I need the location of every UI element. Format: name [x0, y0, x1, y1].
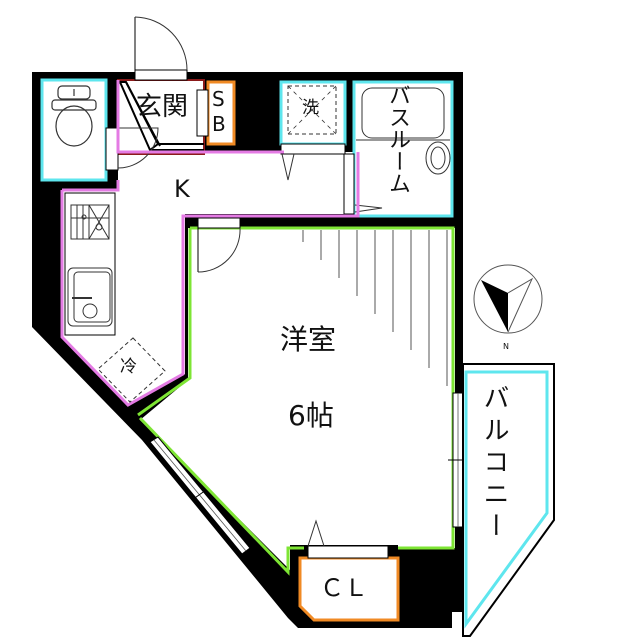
kitchen-label: K — [174, 175, 190, 203]
stove-icon — [70, 204, 110, 240]
fridge-label: 冷 — [120, 357, 137, 377]
toilet-room — [40, 78, 108, 182]
closet — [298, 519, 400, 622]
shoe-box — [196, 80, 236, 146]
western-room-outline — [137, 226, 455, 576]
hatching — [302, 230, 448, 386]
balcony-label: バルコニー — [479, 384, 509, 544]
shoe-box-label-s: S — [212, 87, 225, 111]
front-door — [134, 16, 188, 81]
room-door — [197, 217, 241, 273]
kitchen-door-triangle — [281, 153, 295, 181]
kitchen-outline — [60, 80, 360, 407]
bathroom-label: バスルーム — [385, 84, 410, 194]
toilet-icon — [51, 85, 97, 147]
bathroom — [343, 80, 454, 218]
fridge-space — [97, 337, 166, 403]
diagonal-window — [149, 436, 251, 555]
closet-label: ＣＬ — [320, 574, 368, 602]
entrance-label: 玄関 — [136, 92, 189, 122]
compass-north-label: N — [503, 342, 509, 351]
western-room-label: 洋室 — [280, 323, 337, 356]
kitchen-counter — [64, 192, 116, 336]
washer-label: 洗 — [302, 98, 319, 118]
compass-icon — [473, 264, 543, 334]
western-room-size: 6帖 — [288, 399, 334, 432]
balcony — [462, 363, 555, 637]
sink-icon — [67, 267, 113, 327]
interior-floor — [62, 152, 455, 570]
shoe-box-label-b: B — [212, 112, 226, 136]
washer-space — [279, 80, 347, 155]
right-window — [448, 392, 468, 528]
